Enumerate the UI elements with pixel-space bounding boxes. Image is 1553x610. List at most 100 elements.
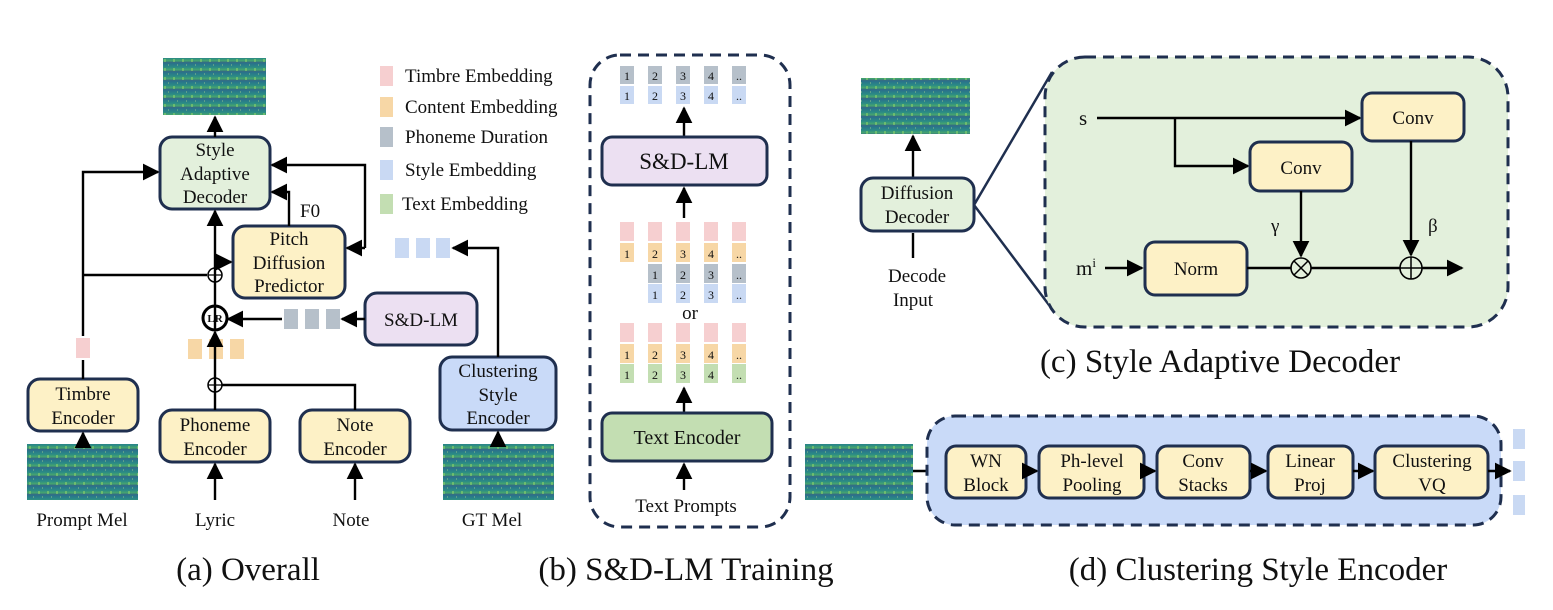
- cell-label: ..: [736, 89, 742, 103]
- wn-block-line2: Block: [963, 475, 1009, 496]
- panel-c-mel-spectrogram: [861, 78, 970, 134]
- cell: [648, 364, 662, 383]
- legend-text-swatch: [380, 194, 393, 214]
- or-label: or: [682, 303, 699, 324]
- conv-upper-label: Conv: [1392, 108, 1434, 129]
- output-style-square: [1513, 461, 1525, 481]
- legend-content-swatch: [380, 97, 393, 117]
- wn-block-line1: WN: [970, 451, 1002, 472]
- cell: [676, 86, 690, 104]
- text-encoder-box: [600, 411, 774, 463]
- prompt-mel-label: Prompt Mel: [36, 510, 127, 531]
- conv-box-upper: [1360, 91, 1466, 143]
- phoneme-encoder-line1: Phoneme: [180, 415, 251, 436]
- cell-label: 4: [708, 247, 714, 261]
- clustering-encoder-line1: Clustering: [458, 361, 538, 382]
- cell-label: 1: [624, 348, 630, 362]
- cell-label: 3: [680, 247, 686, 261]
- cell: [676, 364, 690, 383]
- cell-label: 2: [652, 69, 658, 83]
- cell: [732, 264, 746, 283]
- caption-d: (d) Clustering Style Encoder: [1069, 552, 1448, 588]
- cell: [704, 284, 718, 303]
- cell-label: 2: [652, 348, 658, 362]
- cell-label: 4: [708, 69, 714, 83]
- style-decoder-line1: Style: [195, 140, 234, 161]
- prompt-mel-spectrogram: [27, 444, 138, 500]
- cell-label: 4: [708, 89, 714, 103]
- conv-stacks-line1: Conv: [1182, 451, 1224, 472]
- cell-label: 1: [624, 89, 630, 103]
- timbre-encoder-line1: Timbre: [55, 384, 110, 405]
- gt-mel-label: GT Mel: [462, 510, 522, 531]
- cell-label: 3: [708, 268, 714, 282]
- mid-style-row: [648, 284, 746, 303]
- beta-label: β: [1428, 216, 1438, 237]
- cell: [648, 264, 662, 283]
- cell: [648, 222, 662, 241]
- cell: [704, 86, 718, 104]
- cell-label: 3: [708, 288, 714, 302]
- cell: [648, 323, 662, 342]
- cell-label: 2: [652, 247, 658, 261]
- duration-embedding-square: [326, 309, 340, 329]
- s-input-label: s: [1079, 106, 1087, 130]
- decode-input-line1: Decode: [888, 266, 946, 287]
- cell: [648, 344, 662, 363]
- cell: [704, 344, 718, 363]
- legend-duration-label: Phoneme Duration: [405, 127, 549, 148]
- cell: [620, 364, 634, 383]
- cell: [732, 66, 746, 84]
- cell: [704, 323, 718, 342]
- mid-content-row: [620, 243, 746, 262]
- caption-b: (b) S&D-LM Training: [538, 552, 833, 588]
- cell: [732, 222, 746, 241]
- legend-duration-swatch: [380, 127, 393, 147]
- cell: [732, 323, 746, 342]
- cell: [704, 364, 718, 383]
- clustering-encoder-line3: Encoder: [466, 408, 530, 429]
- clustering-encoder-line2: Style: [478, 385, 517, 406]
- cell-label: 2: [652, 368, 658, 382]
- note-encoder-line1: Note: [337, 415, 374, 436]
- cell-label: 4: [708, 368, 714, 382]
- lyric-label: Lyric: [195, 510, 235, 531]
- cell: [676, 323, 690, 342]
- cell-label: 1: [652, 268, 658, 282]
- timbre-encoder-line2: Encoder: [51, 408, 115, 429]
- cell-label: ..: [736, 247, 742, 261]
- style-embedding-square: [395, 238, 409, 258]
- mid-duration-row: [648, 264, 746, 283]
- phoneme-encoder-line2: Encoder: [183, 439, 247, 460]
- cell: [676, 66, 690, 84]
- output-style-square: [1513, 429, 1525, 449]
- cell: [732, 364, 746, 383]
- panel-b-sd-lm-training: 1 2 3 4 .. 1 2 3 4 .. S&D-LM: [538, 53, 834, 588]
- text-prompts-label: Text Prompts: [635, 496, 737, 517]
- note-label: Note: [333, 510, 370, 531]
- diffusion-decoder-line2: Decoder: [885, 207, 950, 228]
- cell: [620, 243, 634, 262]
- cell-label: ..: [736, 69, 742, 83]
- f0-label: F0: [300, 201, 320, 222]
- output-style-square: [1513, 495, 1525, 515]
- linear-proj-line1: Linear: [1285, 451, 1335, 472]
- top-duration-row: [620, 66, 746, 84]
- cell: [648, 86, 662, 104]
- pitch-predictor-line3: Predictor: [254, 276, 324, 297]
- cell: [648, 243, 662, 262]
- mid-timbre-row: [620, 222, 746, 241]
- cell-label: 3: [680, 368, 686, 382]
- ph-pooling-line1: Ph-level: [1060, 451, 1123, 472]
- cell-label: ..: [736, 288, 742, 302]
- cell: [676, 243, 690, 262]
- cell: [704, 66, 718, 84]
- cell-label: 1: [624, 247, 630, 261]
- cell: [704, 243, 718, 262]
- timbre-embedding-square: [76, 338, 90, 358]
- cell-label: 3: [680, 348, 686, 362]
- pitch-predictor-line1: Pitch: [269, 229, 309, 250]
- text-encoder-label: Text Encoder: [634, 427, 741, 449]
- caption-c: (c) Style Adaptive Decoder: [1040, 344, 1400, 380]
- content-embedding-square: [230, 339, 244, 359]
